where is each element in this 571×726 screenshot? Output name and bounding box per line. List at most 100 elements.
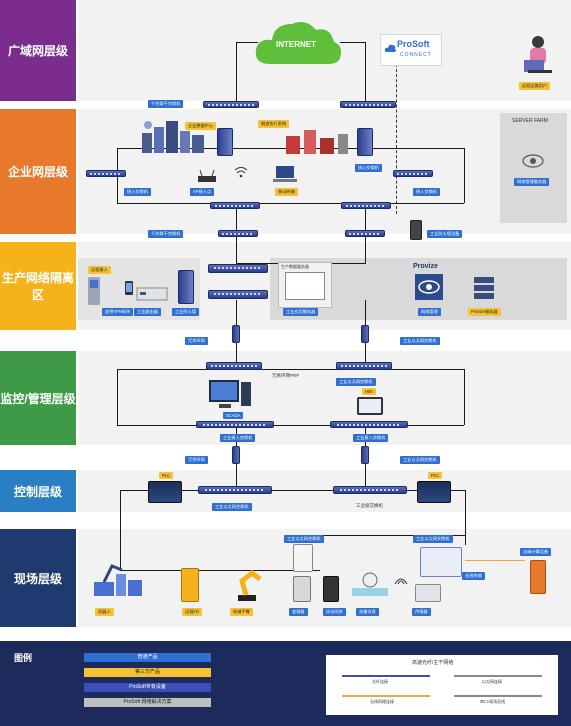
scada-workstation-icon — [209, 380, 251, 408]
io-label: 远程I/O — [182, 608, 202, 616]
vpn-device-icon — [136, 287, 168, 301]
managed-switch-label: 工业以太网交换机 — [336, 378, 376, 386]
edge-device — [530, 560, 546, 594]
switch-enterprise-mid-right — [345, 230, 385, 237]
ctrl-redundancy-right: 工业以太网交换机 — [400, 456, 440, 464]
layer-supervisory: 监控/管理层级 — [0, 351, 76, 445]
switch-edge-left-label: 接入交换机 — [124, 188, 151, 196]
legend-item-1: 第三方产品 — [84, 668, 211, 677]
hmi-label: HMI — [362, 388, 376, 395]
line-ctrl-down-right — [465, 490, 466, 545]
legend-line-0-bar — [342, 675, 430, 677]
ctrl-redundancy-left: 冗余环网 — [185, 456, 208, 464]
firewall-label: 工业防火墙设备 — [427, 230, 463, 238]
plc-left-label: PLC — [159, 472, 174, 479]
laptop-icon — [273, 166, 297, 182]
field-switch-small — [293, 544, 313, 572]
core-switch-right-label: 核心交换机 — [355, 164, 382, 172]
remote-user-icon — [524, 36, 552, 73]
robot-arm-label: 机器人 — [95, 608, 114, 616]
switch-sup-v-right — [361, 325, 369, 343]
datacenter-label: 企业数据中心 — [185, 122, 217, 130]
switch-enterprise-top-left-label: 千兆骨干交换机 — [148, 100, 184, 108]
wireless-signal-icon — [394, 578, 408, 585]
line-ent-box-bottom — [117, 203, 464, 204]
sup-redundancy-left: 冗余环网 — [185, 337, 208, 345]
robot-arm-icon — [94, 564, 142, 596]
line-sup-box-right — [464, 369, 465, 425]
firewall-device — [410, 220, 422, 240]
gateway-label: 协议网关 — [323, 608, 346, 616]
ctrl-switch-right-label: 工业级交换机 — [356, 503, 383, 508]
band-supervisory — [78, 351, 571, 445]
robot-label: 机械手臂 — [230, 608, 253, 616]
cloud-connect-icon — [384, 44, 396, 52]
layer-dmz-label: 生产网络隔离区 — [1, 271, 74, 302]
sensor-label: 传感器 — [412, 608, 431, 616]
switch-dmz-top — [208, 264, 268, 273]
line-field-h2 — [120, 570, 320, 571]
line-field-h — [298, 535, 465, 536]
legend-lines-box: 高速光纤/主干网络 光纤连接 以太网连接 无线网络连接 串口/现场总线 — [326, 655, 558, 715]
line-wan-h — [236, 42, 258, 43]
switch-ctrl-right — [333, 486, 407, 494]
switch-scada — [206, 362, 262, 370]
eye-server-icon — [522, 154, 544, 168]
prosoft-logo: ProSoft CONNECT — [380, 34, 442, 66]
legend-line-2-bar — [342, 695, 430, 697]
line-wan-right-h — [340, 42, 365, 43]
drive-label: 变频器 — [289, 608, 308, 616]
remote-user-label: 远程运维用户 — [519, 82, 551, 90]
manufacturing-icon — [286, 130, 348, 154]
internet-cloud-icon — [255, 22, 342, 64]
hmi-server-caption: 工业应用服务器 — [283, 308, 319, 316]
line-dotted-prosoft — [396, 64, 397, 214]
switch-sup-v-left — [232, 325, 240, 343]
hmi-server-title: 生产数据服务器 — [281, 264, 309, 269]
field-switch-small-label: 工业以太网交换机 — [284, 535, 324, 543]
vpn-label: 加密VPN网关 — [102, 308, 134, 316]
provize-caption: 网络管理 — [418, 308, 441, 316]
hmi-screen — [285, 272, 325, 300]
switch-enterprise-top-right — [340, 101, 396, 108]
server-rack-icon — [474, 277, 494, 299]
legend-line-1-bar — [454, 675, 542, 677]
switch-enterprise-top-left — [203, 101, 259, 108]
switch-ring-left — [196, 421, 274, 428]
core-switch-right — [357, 128, 373, 156]
sup-redundancy-right: 工业以太网交换机 — [400, 337, 440, 345]
tablet-icon — [357, 397, 383, 415]
legend-item-2: ProSoft专有设备 — [84, 683, 211, 692]
switch-ctrl-v-right — [361, 446, 369, 464]
line-serial-3 — [465, 560, 525, 561]
legend-item-3: ProSoft 网络解决方案 — [84, 698, 211, 707]
provize-eye-icon — [415, 274, 443, 300]
prosoft-logo-main: ProSoft — [397, 39, 430, 49]
legend-box-title: 高速光纤/主干网络 — [412, 660, 454, 666]
provize-logo: Provize — [413, 263, 438, 270]
legend-title: 图例 — [14, 653, 33, 663]
line-ent-box-right — [464, 148, 465, 203]
mobile-label: 移动终端 — [275, 188, 298, 196]
wifi-ap-label: AP接入点 — [190, 188, 215, 196]
layer-wan-label: 广域网层级 — [7, 44, 68, 58]
edge-device-label: 边缘计算设备 — [520, 548, 552, 556]
layer-dmz: 生产网络隔离区 — [0, 242, 76, 330]
ind-router-label: 工业路由器 — [134, 308, 161, 316]
field-switch-right-label: 工业以太网交换机 — [413, 535, 453, 543]
line-wan-right-v — [365, 42, 366, 102]
core-switch-left — [217, 128, 233, 156]
line-sup-box-bottom — [117, 425, 464, 426]
flow-meter-icon — [352, 572, 388, 596]
server-farm-panel — [500, 113, 567, 223]
io-module — [181, 568, 199, 602]
layer-field: 现场层级 — [0, 529, 76, 627]
layer-wan: 广域网层级 — [0, 0, 76, 101]
line-ctrl-box-top — [120, 490, 465, 491]
handheld-icon — [88, 277, 100, 305]
manufacturing-label: 制造执行系统 — [258, 120, 290, 128]
gateway-device — [323, 576, 339, 602]
scada-label: SCADA — [223, 412, 244, 419]
layer-control: 控制层级 — [0, 470, 76, 512]
scada-switch-label: 冗余环网PRP — [272, 373, 300, 378]
